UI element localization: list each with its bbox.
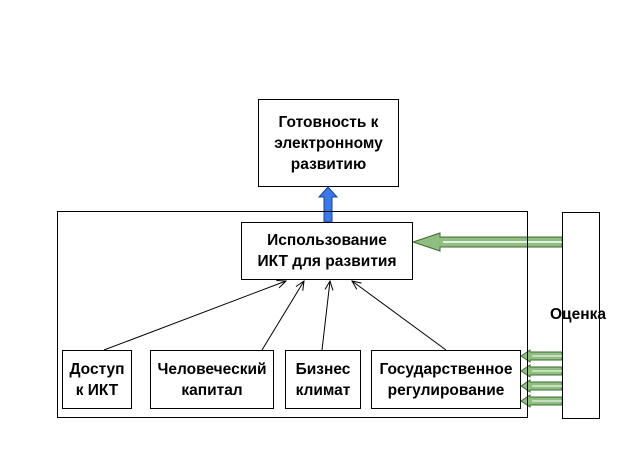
factor-box-business-climate: Бизнес климат bbox=[285, 350, 361, 409]
arrow-human-capital-to-usage bbox=[261, 281, 304, 351]
system-frame bbox=[57, 211, 528, 418]
factor-box-government-regulation: Государственное регулирование bbox=[371, 350, 521, 409]
arrow-business-climate-to-usage bbox=[321, 281, 330, 351]
evaluation-label: Оценка bbox=[550, 306, 606, 323]
readiness-box: Готовность к электронному развитию bbox=[258, 99, 399, 187]
arrow-regulation-to-usage bbox=[352, 281, 447, 351]
factor-box-human-capital: Человеческий капитал bbox=[150, 350, 274, 409]
factor-box-ict-access: Доступ к ИКТ bbox=[62, 350, 132, 409]
arrow-usage-to-readiness bbox=[317, 186, 339, 223]
ict-usage-box: Использование ИКТ для развития bbox=[241, 222, 413, 280]
evaluation-column bbox=[562, 212, 600, 419]
arrow-ict-access-to-usage bbox=[103, 281, 286, 351]
